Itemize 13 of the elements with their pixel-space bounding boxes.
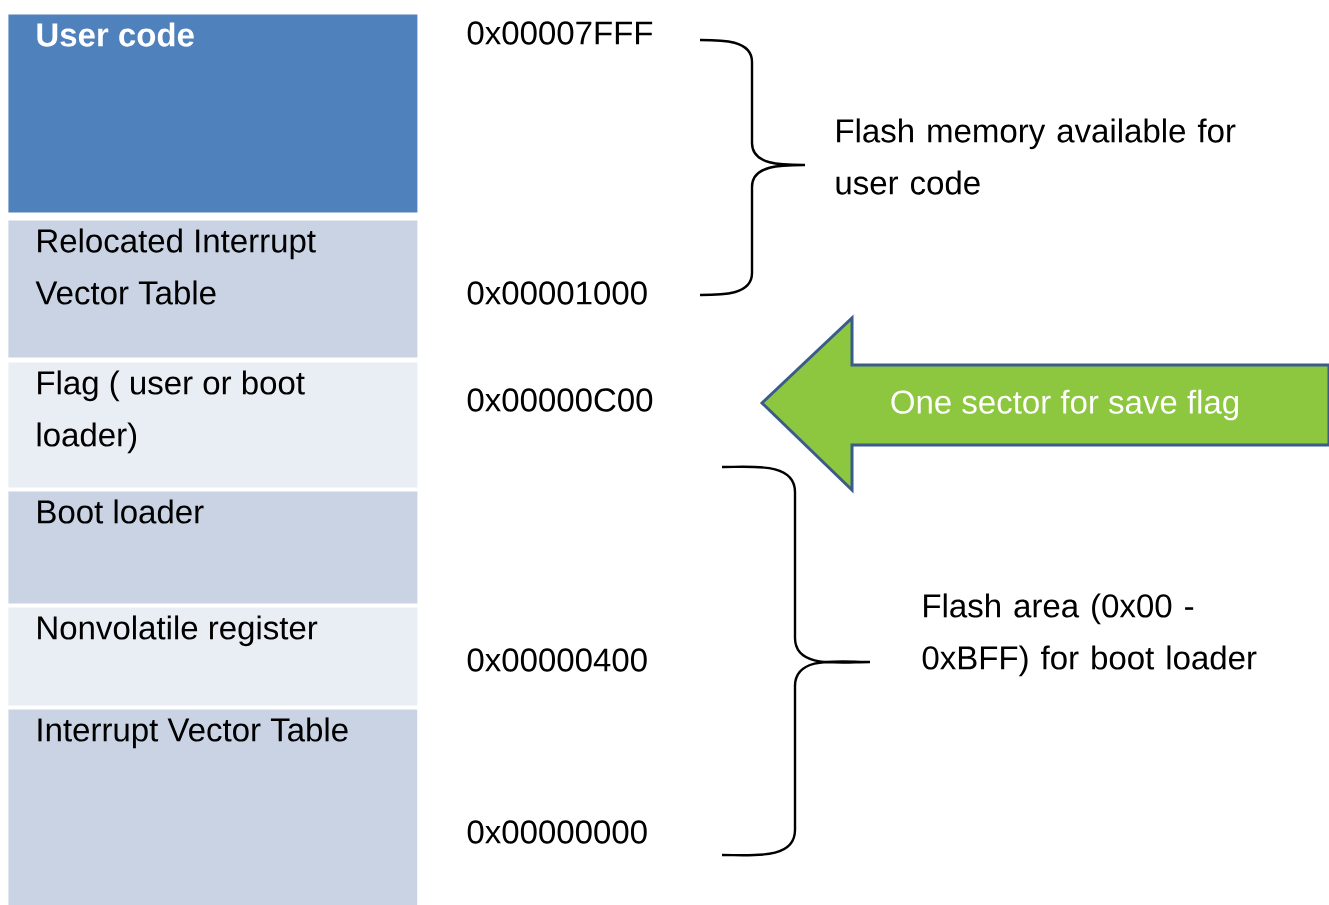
address-label: 0x00000400 — [467, 648, 647, 672]
address-label: 0x00007FFF — [467, 21, 653, 45]
memory-block: Nonvolatile register — [8, 607, 418, 706]
memory-block: Flag ( user or boot loader) — [8, 362, 418, 488]
address-label: 0x00000C00 — [467, 388, 653, 412]
address-label: 0x00000000 — [467, 820, 647, 844]
address-label: 0x00001000 — [467, 281, 647, 305]
brace-label: Flash memory available for user code — [836, 118, 1236, 195]
memory-block: Interrupt Vector Table — [8, 709, 418, 905]
memory-block-header: User code — [8, 14, 418, 213]
brace-label: Flash area (0x00 - 0xBFF) for boot loader — [922, 593, 1257, 677]
memory-block: Relocated Interrupt Vector Table — [8, 220, 418, 358]
memory-block: Boot loader — [8, 491, 418, 604]
